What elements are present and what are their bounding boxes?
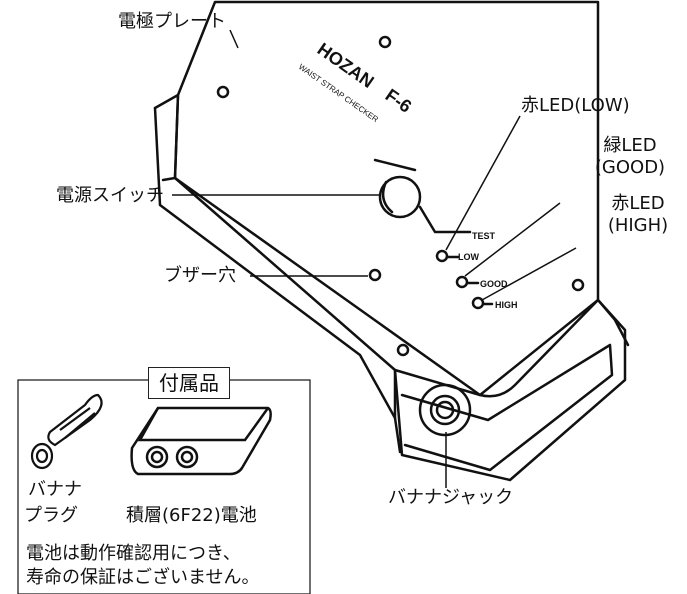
accessories-notice: 電池は動作確認用につき、 寿命の保証はございません。 <box>26 542 310 590</box>
device-front-face <box>393 298 627 482</box>
notice-line-2: 寿命の保証はございません。 <box>26 567 260 588</box>
label-led-low: 赤LED(LOW) <box>521 95 630 116</box>
banana-plug-shape <box>47 393 103 447</box>
label-power-switch: 電源スイッチ <box>56 185 164 206</box>
label-battery: 積層(6F22)電池 <box>126 505 257 526</box>
device-left-bevel <box>153 93 180 182</box>
device-model: F-6 <box>382 85 416 117</box>
test-text: TEST <box>472 231 496 241</box>
battery-shape <box>130 406 272 476</box>
label-led-high-1: 赤LED <box>611 193 665 214</box>
device-side-face <box>153 106 402 454</box>
low-text: LOW <box>458 252 479 262</box>
label-banana-plug-2: プラグ <box>24 505 78 526</box>
good-text: GOOD <box>480 279 508 289</box>
label-banana-jack: バナナジャック <box>388 487 514 508</box>
high-text: HIGH <box>495 300 518 310</box>
label-buzzer-hole: ブザー穴 <box>164 265 236 286</box>
label-led-high-2: (HIGH) <box>607 215 669 236</box>
device-top-face <box>173 0 600 398</box>
banana-jack-shape <box>418 383 472 437</box>
accessories-title: 付属品 <box>148 367 230 399</box>
label-led-good-1: 緑LED <box>603 135 657 156</box>
label-banana-plug-1: バナナ <box>28 479 82 500</box>
label-led-good-2: (GOOD) <box>594 157 666 178</box>
notice-line-1: 電池は動作確認用につき、 <box>26 543 241 564</box>
power-switch-shape <box>378 175 422 219</box>
label-electrode-plate: 電極プレート <box>118 11 226 32</box>
